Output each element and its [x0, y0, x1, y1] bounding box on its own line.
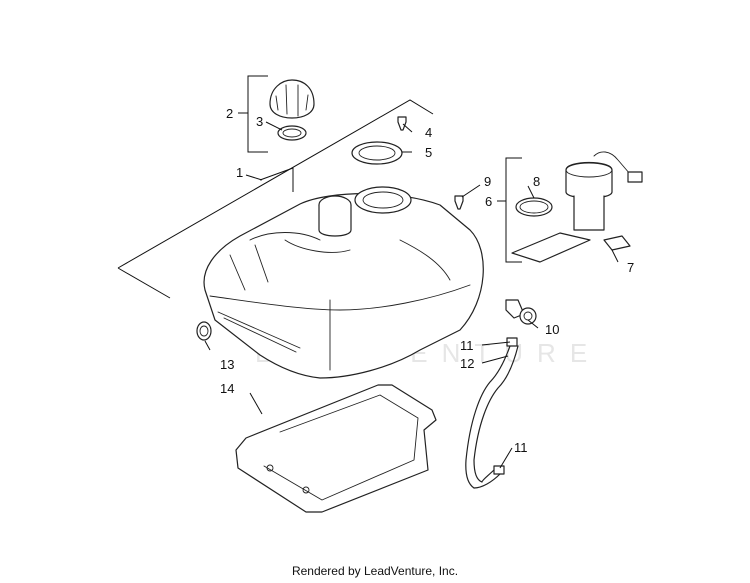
- grommet-part: [196, 321, 212, 341]
- callout-13: 13: [220, 357, 234, 372]
- hose-part: [465, 337, 519, 489]
- callout-5: 5: [425, 145, 432, 160]
- callout-8: 8: [533, 174, 540, 189]
- callout-14: 14: [220, 381, 234, 396]
- fuel-tank-part: [203, 186, 484, 379]
- footer-credit: Rendered by LeadVenture, Inc.: [291, 564, 459, 578]
- fuel-pump-part: [511, 151, 643, 263]
- elbow-fitting-part: [505, 299, 537, 325]
- callout-7: 7: [627, 260, 634, 275]
- callout-11-lower: 11: [514, 440, 528, 455]
- callout-10: 10: [545, 322, 559, 337]
- screw-part: [397, 116, 407, 131]
- callout-4: 4: [425, 125, 432, 140]
- bolt-part: [454, 195, 464, 210]
- gasket-part: [351, 141, 403, 165]
- callout-3: 3: [256, 114, 263, 129]
- callout-1: 1: [236, 165, 243, 180]
- assembly-outline: [117, 99, 434, 299]
- callout-9: 9: [484, 174, 491, 189]
- callout-11: 11: [460, 338, 474, 353]
- callout-6: 6: [485, 194, 492, 209]
- fuel-cap-part: [269, 79, 315, 141]
- callout-12: 12: [460, 356, 474, 371]
- pump-gasket-part: [515, 197, 553, 217]
- callout-leaders: [204, 75, 619, 469]
- callout-2: 2: [226, 106, 233, 121]
- heat-shield-part: [235, 384, 437, 513]
